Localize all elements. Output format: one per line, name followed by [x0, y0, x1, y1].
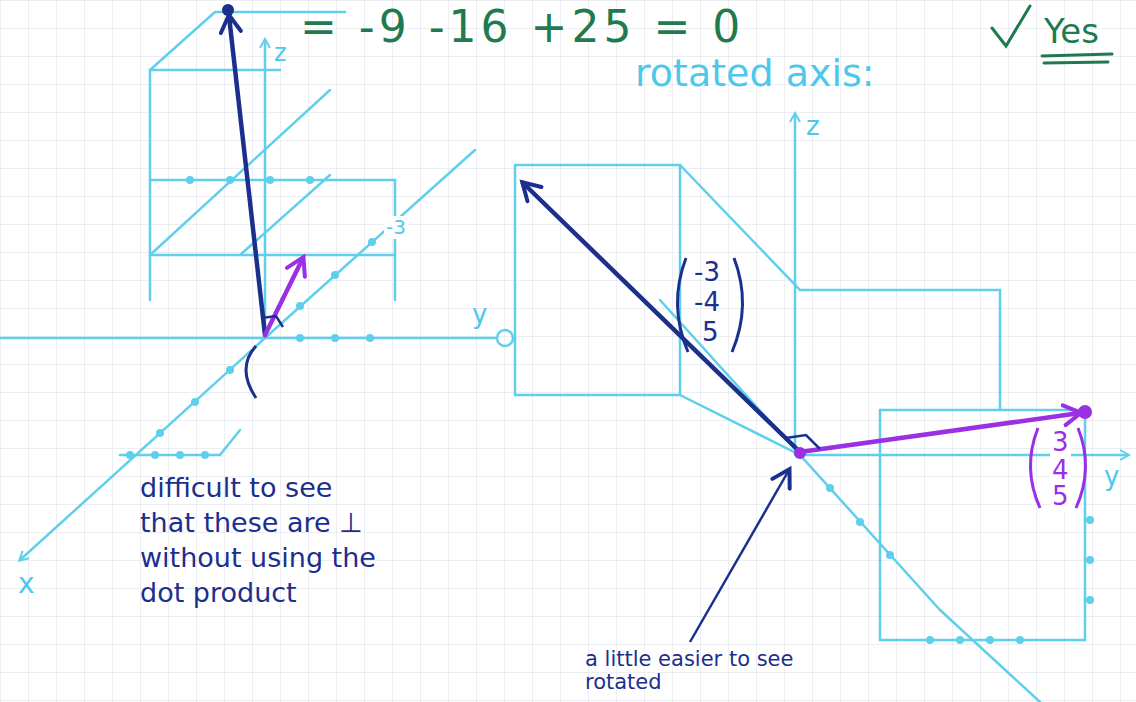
origin-dot: [794, 447, 806, 459]
note-text: difficult to see that these are ⊥ withou…: [140, 470, 390, 610]
bracket: [246, 346, 256, 398]
heading-note: rotated axis:: [635, 52, 875, 96]
axis-label: y: [1104, 462, 1119, 492]
vector-blue: [229, 16, 265, 335]
vector-purple: [265, 258, 303, 335]
answer: Yes: [1044, 12, 1099, 51]
axis-label: x: [18, 568, 35, 600]
vector-purple: [800, 413, 1080, 452]
axis-label: z: [806, 112, 820, 142]
vector-entry: -4: [694, 288, 720, 318]
vector-blue: [523, 183, 800, 452]
equation: = -9 -16 +25 = 0: [300, 2, 744, 53]
vector-entry: -3: [694, 258, 720, 288]
right-angle-mark: [262, 316, 283, 327]
axis-label: z: [274, 40, 287, 68]
underline: [1042, 54, 1112, 63]
note-text: a little easier to see rotated: [585, 648, 800, 694]
matrix-bracket: [677, 258, 742, 352]
vector-tip: [222, 4, 234, 16]
vector-tip: [1078, 405, 1092, 419]
right-axes: [515, 114, 1128, 702]
vector-entry: 3: [1050, 428, 1071, 458]
tick-label: -3: [384, 216, 408, 239]
right-angle-mark: [786, 435, 820, 449]
vector-entry: 5: [1050, 482, 1071, 512]
axis-label: y: [472, 300, 487, 330]
vector-entry: 5: [702, 318, 719, 348]
leader-arrow: [690, 470, 789, 642]
check-mark: [992, 6, 1030, 46]
